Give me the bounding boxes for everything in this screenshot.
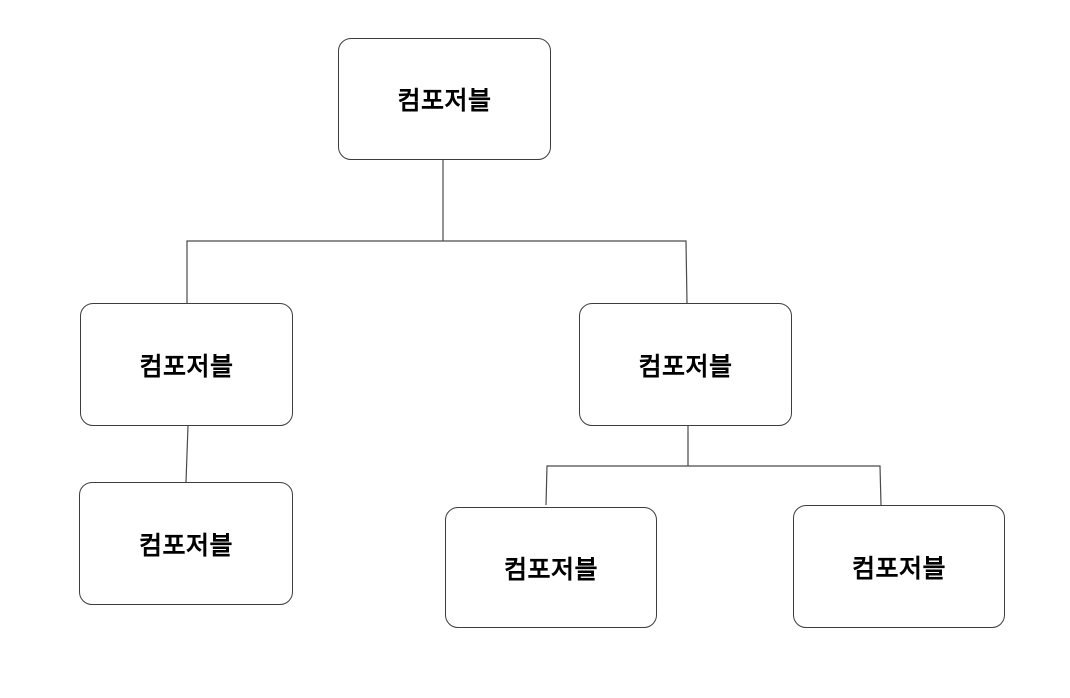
node-root-label: 컴포저블 [397,87,492,115]
node-child-right: 컴포저블 [579,303,792,426]
node-child-right-label: 컴포저블 [638,352,733,381]
edge-right-split-to-grandchildren [545,465,882,506]
node-grandchild-left-label: 컴포저블 [138,531,233,560]
node-grandchild-right-2: 컴포저블 [793,505,1005,628]
node-grandchild-right-2-label: 컴포저블 [851,554,946,583]
node-child-left: 컴포저블 [80,303,293,426]
node-child-left-label: 컴포저블 [139,352,234,381]
node-root: 컴포저블 [338,38,551,160]
node-grandchild-right-1-label: 컴포저블 [503,555,598,584]
edge-left-child-to-grandchild [185,425,189,483]
node-grandchild-left: 컴포저블 [79,482,293,605]
edge-split-to-children [186,240,688,304]
node-grandchild-right-1: 컴포저블 [445,507,657,628]
